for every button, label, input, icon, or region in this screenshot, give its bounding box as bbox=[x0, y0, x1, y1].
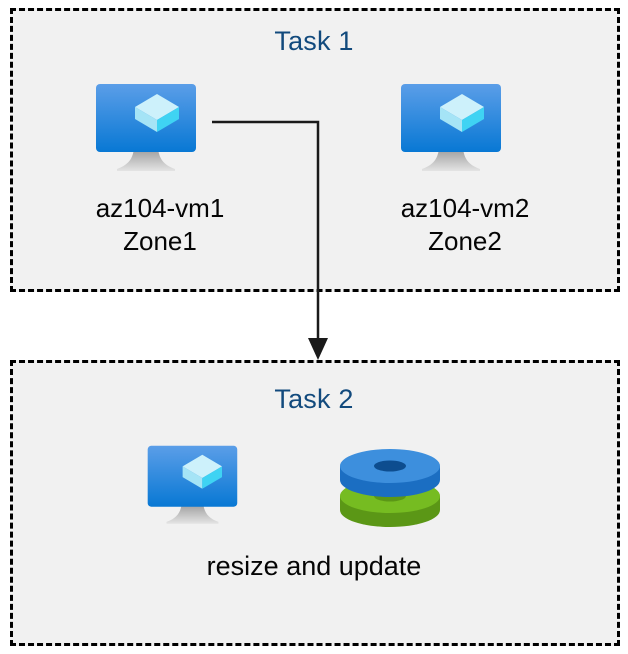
node-managed-disks[interactable] bbox=[330, 444, 450, 539]
node-label-az104-vm2: az104-vm2 Zone2 bbox=[400, 193, 530, 257]
virtual-machine-icon bbox=[401, 84, 501, 171]
virtual-machine-icon bbox=[147, 445, 238, 524]
virtual-machine-icon bbox=[96, 84, 196, 171]
task-2-caption: resize and update bbox=[206, 551, 422, 581]
node-label-az104-vm1: az104-vm1 Zone1 bbox=[95, 193, 225, 257]
node-az104-vm1[interactable]: az104-vm1 Zone1 bbox=[40, 82, 280, 259]
node-az104-vm2[interactable]: az104-vm2 Zone2 bbox=[345, 82, 585, 259]
task-2-container bbox=[10, 360, 620, 646]
node-task2-vm[interactable] bbox=[95, 444, 315, 530]
task-1-title: Task 1 bbox=[274, 26, 354, 56]
managed-disks-icon bbox=[340, 449, 440, 527]
task-2-title: Task 2 bbox=[274, 384, 354, 414]
arrowhead-icon bbox=[308, 338, 328, 360]
